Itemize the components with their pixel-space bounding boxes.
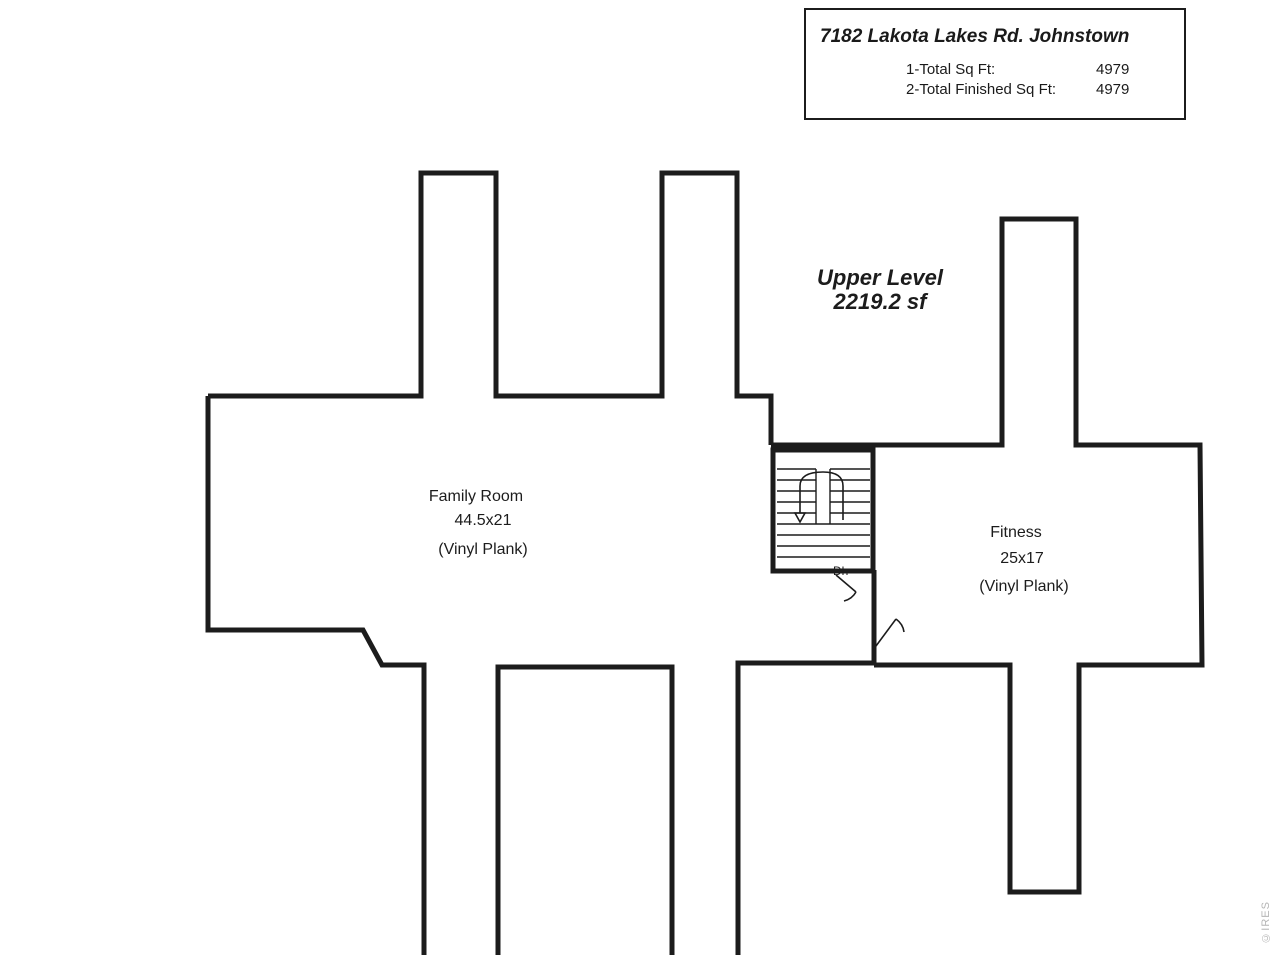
family-room-flooring: (Vinyl Plank): [438, 541, 528, 558]
family-room-wall-outline: [205, 170, 877, 955]
stair-enclosure: [770, 447, 876, 574]
total-sqft-row: 1-Total Sq Ft: 4979: [906, 61, 1129, 78]
property-info-box: 7182 Lakota Lakes Rd. Johnstown 1-Total …: [804, 8, 1186, 120]
finished-sqft-value: 4979: [1096, 81, 1130, 98]
door-swing-icon: [835, 574, 857, 602]
fitness-room-dimensions: 25x17: [1000, 550, 1044, 567]
fitness-room-name: Fitness: [990, 524, 1042, 541]
finished-sqft-label: 2-Total Finished Sq Ft:: [906, 81, 1057, 98]
fitness-wall-outline: [771, 216, 1205, 895]
family-room-dimensions: 44.5x21: [455, 512, 512, 529]
total-sqft-value: 4979: [1096, 61, 1130, 78]
door-swing-icon: [875, 618, 905, 647]
property-address: 7182 Lakota Lakes Rd. Johnstown: [820, 26, 1130, 47]
total-sqft-label: 1-Total Sq Ft:: [906, 61, 996, 78]
dh-label: Dh: [833, 564, 848, 578]
level-area: 2219.2 sf: [833, 289, 930, 314]
watermark: ©IRES: [1260, 901, 1272, 944]
finished-sqft-row: 2-Total Finished Sq Ft: 4979: [906, 81, 1129, 98]
family-room-name: Family Room: [429, 488, 523, 505]
stair-treads: [777, 468, 870, 558]
fitness-room-flooring: (Vinyl Plank): [979, 578, 1069, 595]
stair-direction-arrow-icon: [793, 471, 844, 524]
level-name: Upper Level: [817, 265, 944, 290]
